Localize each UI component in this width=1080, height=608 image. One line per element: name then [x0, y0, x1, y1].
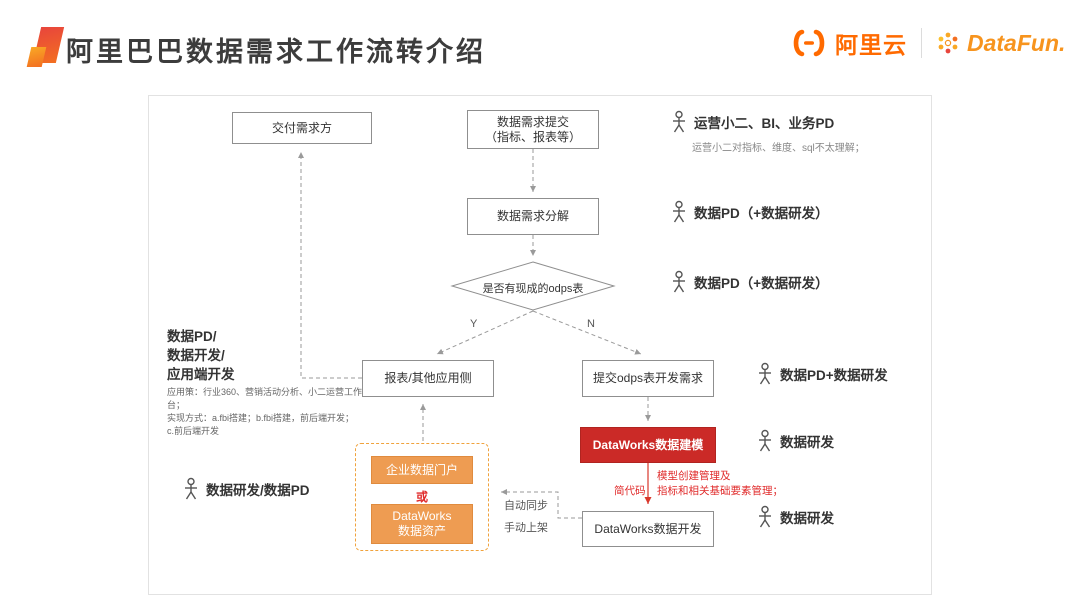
role-data-pd-2: 数据PD（+数据研发） — [671, 270, 829, 294]
role-label: 数据PD（+数据研发） — [694, 206, 829, 221]
role-label: 数据研发 — [780, 511, 834, 526]
person-icon — [671, 270, 687, 294]
sync-manual-label: 手动上架 — [504, 522, 548, 534]
flow-decision-label: 是否有现成的odps表 — [482, 283, 584, 295]
left-roles-heading: 数据PD/ 数据开发/ 应用端开发 — [167, 327, 235, 384]
person-icon — [757, 505, 773, 529]
role-data-dev-2: 数据研发 — [757, 505, 834, 529]
or-label: 或 — [415, 490, 428, 504]
aliyun-logo-icon — [790, 29, 828, 57]
role-dev-pd-left: 数据研发/数据PD — [183, 477, 310, 501]
brand-divider — [921, 28, 922, 58]
flow-node-submit-line1: 数据需求提交 — [496, 114, 569, 129]
flow-node-deliver: 交付需求方 — [232, 112, 372, 144]
left-note-line3: c.前后端开发 — [167, 426, 220, 436]
left-roles-notes: 应用策：行业360、营销活动分析、小二运营工作台； 实现方式：a.fbi搭建；b… — [167, 386, 372, 438]
role-data-dev-1: 数据研发 — [757, 429, 834, 453]
role-label: 数据研发 — [780, 435, 834, 450]
role-label: 数据研发/数据PD — [206, 483, 310, 498]
flow-node-assets-line2: 数据资产 — [397, 524, 446, 538]
datafun-logo-icon — [936, 31, 960, 55]
code-note: 简代码 — [614, 485, 646, 497]
branch-yes-label: Y — [470, 318, 478, 330]
left-note-line2: 实现方式：a.fbi搭建；b.fbi搭建，前后端开发； — [167, 413, 355, 423]
aliyun-logo-text: 阿里云 — [835, 32, 907, 58]
flow-node-submit-line2: （指标、报表等） — [484, 129, 581, 144]
flow-node-submit-odps: 提交odps表开发需求 — [582, 360, 714, 397]
flow-node-dataworks-modeling: DataWorks数据建模 — [580, 427, 716, 463]
flow-node-assets-line1: DataWorks — [392, 509, 452, 523]
role-data-pd-1: 数据PD（+数据研发） — [671, 200, 829, 224]
deck-logo-shape-light — [26, 47, 47, 67]
left-roles-line3: 应用端开发 — [167, 367, 235, 382]
brand-logos: 阿里云 DataFun. — [790, 24, 1065, 62]
flow-node-assets: DataWorks 数据资产 — [371, 504, 473, 544]
page-title: 阿里巴巴数据需求工作流转介绍 — [66, 37, 486, 67]
person-icon — [757, 429, 773, 453]
role-label: 运营小二、BI、业务PD — [694, 116, 835, 131]
portal-assets-group — [355, 443, 489, 551]
datafun-logo-text: DataFun. — [967, 29, 1066, 56]
flow-node-decompose: 数据需求分解 — [467, 198, 599, 235]
model-note-line2: 指标和相关基础要素管理； — [657, 485, 783, 497]
deck-logo-mark — [26, 27, 66, 69]
branch-no-label: N — [587, 318, 595, 330]
left-note-line1: 应用策：行业360、营销活动分析、小二运营工作台； — [167, 387, 363, 410]
role-operations: 运营小二、BI、业务PD — [671, 110, 834, 134]
flow-node-dataworks-dev: DataWorks数据开发 — [582, 511, 714, 547]
flow-node-portal: 企业数据门户 — [371, 456, 473, 484]
flow-node-submit: 数据需求提交 （指标、报表等） — [467, 110, 599, 149]
flow-node-report-side: 报表/其他应用侧 — [362, 360, 494, 397]
role-label: 数据PD（+数据研发） — [694, 276, 829, 291]
person-icon — [671, 200, 687, 224]
role-label: 数据PD+数据研发 — [780, 368, 888, 383]
model-note-line1: 模型创建管理及 — [657, 470, 731, 482]
person-icon — [671, 110, 687, 134]
sync-auto-label: 自动同步 — [504, 500, 548, 512]
role-pd-plus-dev: 数据PD+数据研发 — [757, 362, 888, 386]
person-icon — [757, 362, 773, 386]
person-icon — [183, 477, 199, 501]
left-roles-line2: 数据开发/ — [167, 348, 225, 363]
left-roles-line1: 数据PD/ — [167, 329, 217, 344]
role-note: 运营小二对指标、维度、sql不太理解； — [692, 143, 865, 154]
